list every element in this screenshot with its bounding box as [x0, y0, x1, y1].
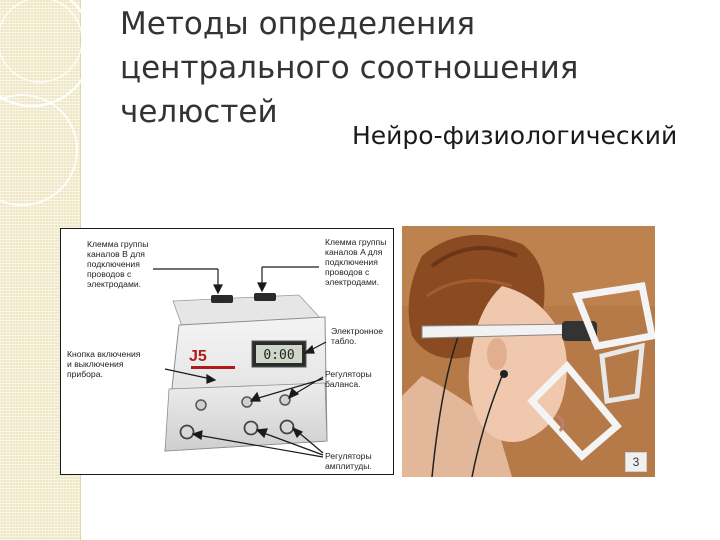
label-channel-a: Клемма группы каналов A для подключения …	[325, 237, 387, 287]
svg-text:J5: J5	[189, 348, 207, 365]
label-channel-b: Клемма группы каналов B для подключения …	[87, 239, 149, 289]
label-amplitude: Регуляторы амплитуды.	[325, 451, 372, 471]
title-line: центрального соотношения	[120, 50, 579, 86]
device-illustration: J5 0:00	[153, 266, 328, 458]
title-line: Методы определения	[120, 6, 476, 42]
amplitude-knob	[179, 424, 195, 440]
patient-illustration	[402, 226, 655, 477]
label-display: Электронное табло.	[331, 326, 384, 346]
label-balance: Регуляторы баланса.	[325, 369, 372, 389]
title-line: челюстей	[120, 94, 278, 130]
patient-photo: 3	[402, 226, 655, 477]
display-value: 0:00	[263, 348, 294, 363]
slide-subtitle: Нейро-физиологический	[352, 121, 678, 150]
device-diagram: J5 0:00 Клемма группы	[60, 228, 394, 475]
balance-knob	[241, 396, 253, 408]
balance-knob	[195, 399, 207, 411]
slide-title: Методы определения центрального соотноше…	[120, 2, 600, 134]
page-number: 3	[625, 452, 647, 472]
label-power-button: Кнопка включения и выключения прибора.	[67, 349, 141, 379]
amplitude-knob	[279, 419, 295, 435]
amplitude-knob	[243, 420, 259, 436]
decorative-rings	[0, 0, 90, 206]
balance-knob	[279, 394, 291, 406]
